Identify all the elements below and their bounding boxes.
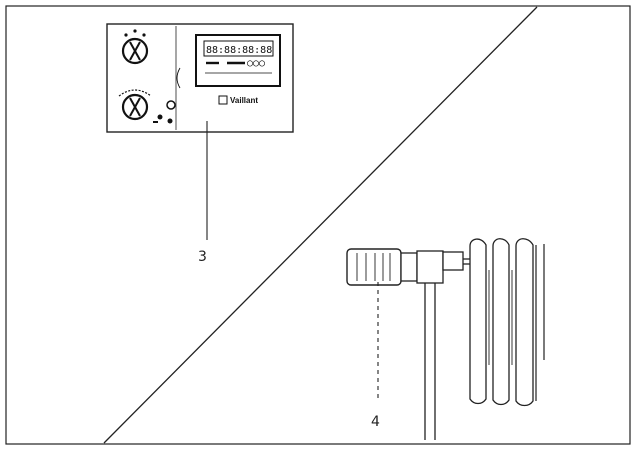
lower-control-knob (118, 89, 152, 121)
brand-name: Vaillant (230, 96, 258, 105)
valve-body (416, 250, 444, 284)
controller-display: 88:88:88:88 ○○○ (195, 34, 281, 87)
boiler-controller: 88:88:88:88 ○○○ Vaillant (106, 23, 294, 133)
display-readout: 88:88:88:88 (206, 45, 272, 56)
display-status-glyphs: ○○○ (247, 58, 265, 69)
radiator (469, 238, 545, 407)
callout-3: 3 (198, 249, 207, 265)
thermostatic-head (346, 248, 402, 286)
callout-4: 4 (371, 414, 380, 430)
door-latch (176, 67, 181, 89)
outer-frame (5, 5, 631, 445)
upper-control-knob (121, 29, 149, 65)
brand-mark: Vaillant (218, 95, 258, 105)
diagonal-separator (103, 6, 538, 444)
thermostatic-valve (346, 248, 470, 440)
indicator-symbols (153, 100, 176, 124)
